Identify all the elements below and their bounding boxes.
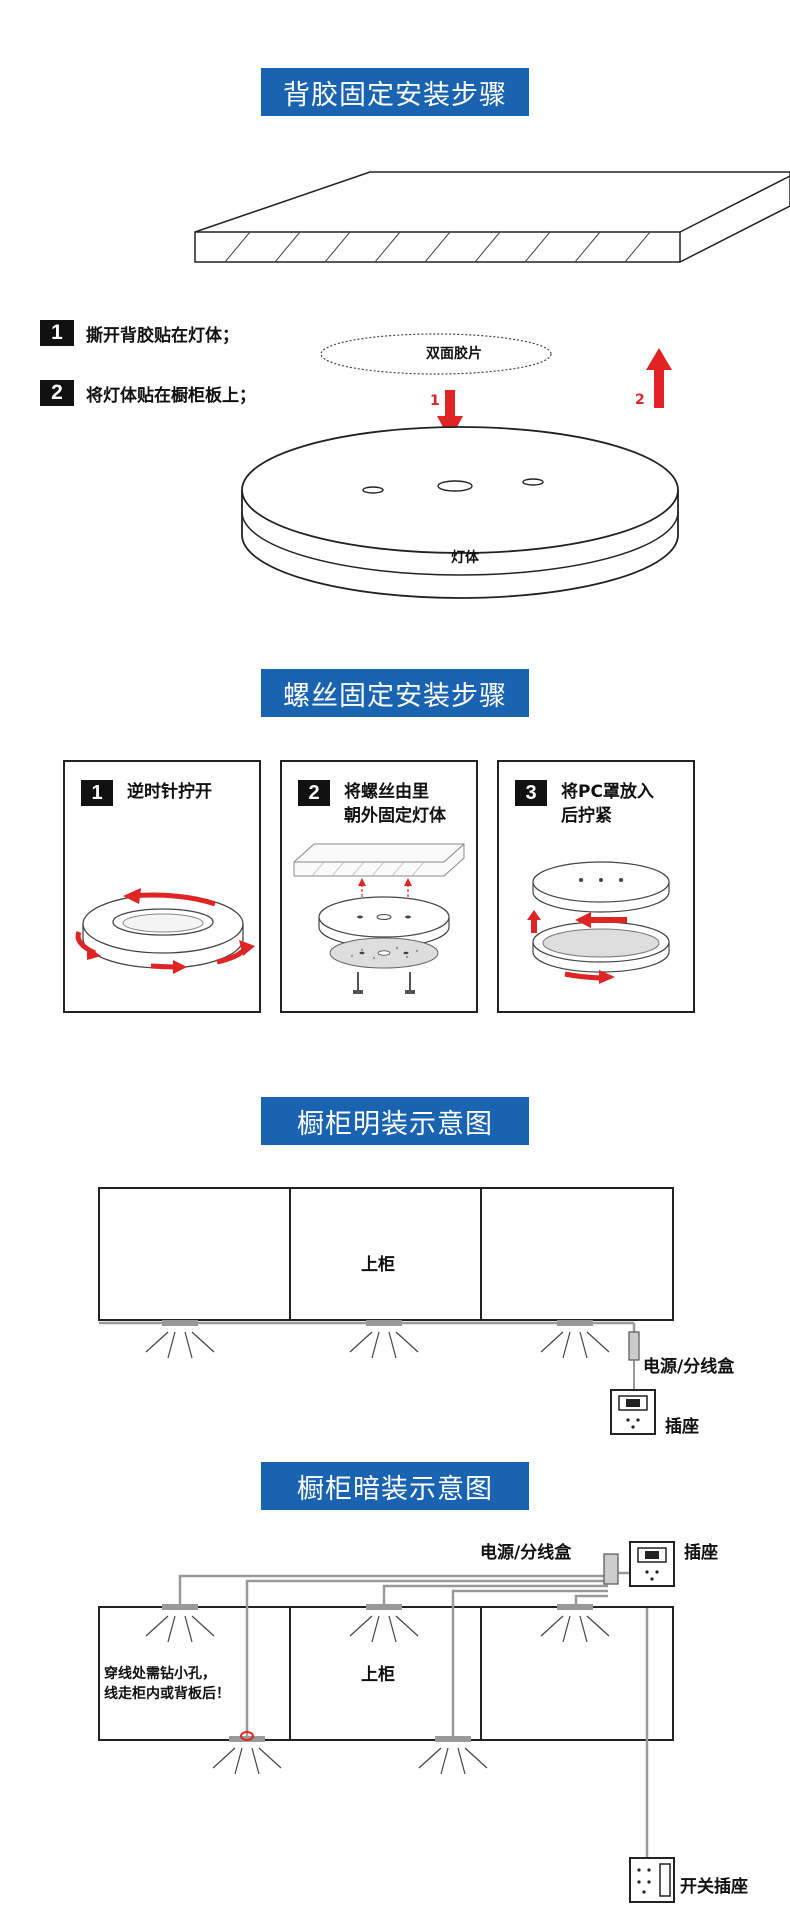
tape-label: 双面胶片 bbox=[426, 346, 482, 362]
lamp-label: 灯体 bbox=[451, 550, 479, 566]
switch-socket-icon bbox=[629, 1857, 675, 1903]
adhesive-section-title: 背胶固定安装步骤 bbox=[261, 68, 529, 116]
screw-fix-illustration bbox=[293, 843, 465, 994]
arrow-2-label: 2 bbox=[635, 392, 645, 408]
screw-panel-2: 2 将螺丝由里 朝外固定灯体 bbox=[280, 760, 478, 1013]
drill-note-line2: 线走柜内或背板后！ bbox=[104, 1686, 230, 1702]
step-number: 2 bbox=[40, 380, 74, 406]
socket-icon bbox=[629, 1541, 675, 1587]
upper-cabinets bbox=[98, 1606, 674, 1741]
cabinet-board bbox=[194, 171, 790, 263]
step-text: 将灯体贴在橱柜板上； bbox=[86, 385, 256, 406]
lamp-body bbox=[241, 426, 679, 599]
panel-text-line1: 逆时针拧开 bbox=[127, 782, 212, 802]
adhesive-step-1: 1 撕开背胶贴在灯体； bbox=[40, 320, 239, 346]
screw-panel-1: 1 逆时针拧开 bbox=[63, 760, 261, 1013]
cabinet-light bbox=[349, 1604, 419, 1643]
cabinet-light bbox=[349, 1320, 419, 1359]
unscrew-illustration bbox=[75, 888, 255, 974]
panel-header: 1 逆时针拧开 bbox=[81, 780, 212, 806]
cabinet-light bbox=[145, 1604, 215, 1643]
panel-number: 3 bbox=[515, 780, 547, 806]
panel-text-line2: 后拧紧 bbox=[561, 806, 612, 826]
panel-text-line1: 将螺丝由里 bbox=[344, 782, 429, 802]
cabinet-light bbox=[418, 1736, 488, 1775]
cabinet-light bbox=[145, 1320, 215, 1359]
drill-hole-marker bbox=[240, 1731, 254, 1741]
switch-socket-label: 开关插座 bbox=[680, 1877, 748, 1897]
cabinet-light bbox=[540, 1320, 610, 1359]
surface-section-title: 橱柜明装示意图 bbox=[261, 1097, 529, 1145]
adhesive-step-2: 2 将灯体贴在橱柜板上； bbox=[40, 380, 256, 406]
panel-text: 将螺丝由里 朝外固定灯体 bbox=[344, 780, 446, 828]
power-box-icon bbox=[628, 1331, 640, 1361]
concealed-mount-diagram bbox=[98, 1541, 675, 1903]
panel-text-line2: 朝外固定灯体 bbox=[344, 806, 446, 826]
cabinet-light bbox=[212, 1736, 282, 1775]
concealed-cabinet-label: 上柜 bbox=[361, 1665, 395, 1685]
drill-note: 穿线处需钻小孔， 线走柜内或背板后！ bbox=[104, 1664, 230, 1704]
arrow-1-label: 1 bbox=[430, 393, 440, 409]
adhesive-diagram bbox=[194, 171, 790, 599]
concealed-section-title: 橱柜暗装示意图 bbox=[261, 1462, 529, 1510]
surface-mount-diagram bbox=[98, 1187, 674, 1435]
socket-icon bbox=[610, 1389, 656, 1435]
panel-text: 逆时针拧开 bbox=[127, 780, 212, 804]
drill-note-line1: 穿线处需钻小孔， bbox=[104, 1666, 216, 1682]
power-box-icon bbox=[603, 1553, 619, 1585]
screw-icon bbox=[405, 972, 415, 994]
concealed-power-label: 电源/分线盒 bbox=[480, 1543, 572, 1563]
panel-number: 1 bbox=[81, 780, 113, 806]
panel-number: 2 bbox=[298, 780, 330, 806]
screw-icon bbox=[353, 972, 363, 994]
panel-text-line1: 将PC罩放入 bbox=[561, 782, 654, 802]
panel-header: 2 将螺丝由里 朝外固定灯体 bbox=[298, 780, 446, 828]
surface-power-label: 电源/分线盒 bbox=[643, 1357, 735, 1377]
panel-text: 将PC罩放入 后拧紧 bbox=[561, 780, 654, 828]
panel-header: 3 将PC罩放入 后拧紧 bbox=[515, 780, 654, 828]
surface-socket-label: 插座 bbox=[665, 1417, 699, 1437]
surface-cabinet-label: 上柜 bbox=[361, 1255, 395, 1275]
step-number: 1 bbox=[40, 320, 74, 346]
screw-section-title: 螺丝固定安装步骤 bbox=[261, 669, 529, 717]
cabinet-light bbox=[540, 1604, 610, 1643]
cover-fit-illustration bbox=[527, 861, 670, 984]
step-text: 撕开背胶贴在灯体； bbox=[86, 325, 239, 346]
adhesive-tape-disc bbox=[320, 333, 552, 375]
concealed-socket-label: 插座 bbox=[684, 1543, 718, 1563]
screw-panel-3: 3 将PC罩放入 后拧紧 bbox=[497, 760, 695, 1013]
arrow-up-icon bbox=[646, 348, 672, 408]
